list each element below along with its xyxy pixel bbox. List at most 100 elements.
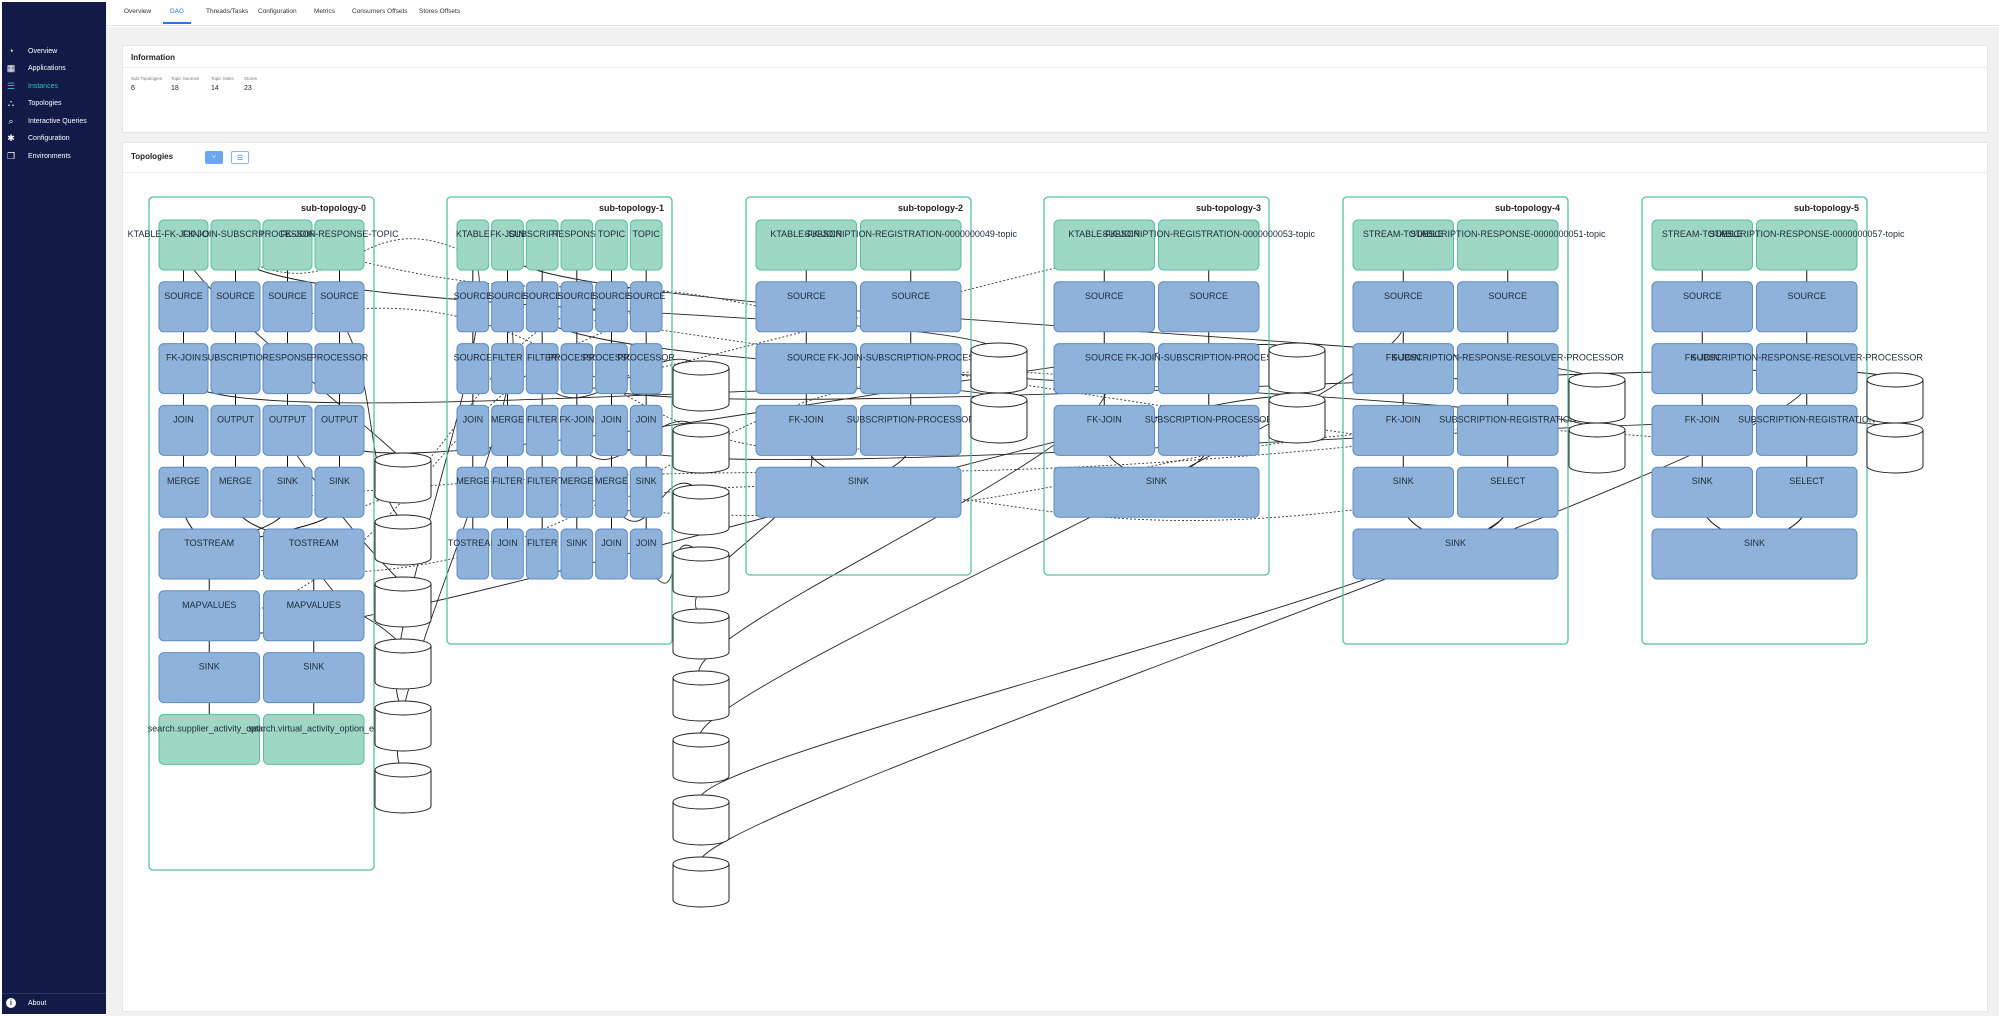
state-store-icon[interactable]: [1568, 422, 1626, 474]
sidebar-item-environments[interactable]: ❐Environments: [6, 148, 71, 164]
tab-stores-offsets[interactable]: Stores Offsets: [419, 8, 461, 15]
processor-node[interactable]: [263, 590, 365, 642]
processor-node[interactable]: [860, 404, 962, 456]
sidebar-item-interactive-queries[interactable]: ⌕Interactive Queries: [6, 113, 86, 129]
processor-node[interactable]: [262, 281, 313, 333]
processor-node[interactable]: [491, 343, 524, 395]
processor-node[interactable]: [560, 466, 594, 518]
processor-node[interactable]: [210, 343, 261, 395]
processor-node[interactable]: [210, 466, 261, 518]
processor-node[interactable]: [755, 404, 857, 456]
state-store-icon[interactable]: [1866, 422, 1924, 474]
topic-node[interactable]: [456, 219, 490, 271]
processor-node[interactable]: [491, 404, 524, 456]
state-store-icon[interactable]: [672, 670, 730, 722]
processor-node[interactable]: [1756, 281, 1858, 333]
topic-node[interactable]: [595, 219, 628, 271]
processor-node[interactable]: [262, 466, 313, 518]
processor-node[interactable]: [1053, 343, 1155, 395]
topic-node[interactable]: [1457, 219, 1559, 271]
processor-node[interactable]: [158, 652, 260, 704]
topic-node[interactable]: [1756, 219, 1858, 271]
processor-node[interactable]: [1457, 404, 1559, 456]
processor-node[interactable]: [595, 281, 628, 333]
processor-node[interactable]: [456, 528, 490, 580]
processor-node[interactable]: [456, 343, 490, 395]
processor-node[interactable]: [210, 404, 261, 456]
processor-node[interactable]: [560, 528, 594, 580]
state-store-icon[interactable]: [1268, 342, 1326, 394]
topic-node[interactable]: [629, 219, 663, 271]
processor-node[interactable]: [595, 466, 628, 518]
state-store-icon[interactable]: [672, 360, 730, 412]
processor-node[interactable]: [1651, 404, 1753, 456]
processor-node[interactable]: [525, 466, 559, 518]
processor-node[interactable]: [210, 281, 261, 333]
processor-node[interactable]: [1352, 466, 1454, 518]
processor-node[interactable]: [1352, 528, 1559, 580]
processor-node[interactable]: [629, 466, 663, 518]
processor-node[interactable]: [755, 466, 962, 518]
processor-node[interactable]: [595, 343, 628, 395]
topic-node[interactable]: [262, 219, 313, 271]
processor-node[interactable]: [1158, 281, 1260, 333]
state-store-icon[interactable]: [374, 514, 432, 566]
processor-node[interactable]: [1651, 528, 1858, 580]
processor-node[interactable]: [560, 404, 594, 456]
processor-node[interactable]: [629, 404, 663, 456]
processor-node[interactable]: [491, 528, 524, 580]
state-store-icon[interactable]: [970, 392, 1028, 444]
processor-node[interactable]: [456, 404, 490, 456]
tab-dag[interactable]: DAG: [170, 8, 185, 15]
processor-node[interactable]: [560, 281, 594, 333]
processor-node[interactable]: [262, 404, 313, 456]
topic-node[interactable]: [1352, 219, 1454, 271]
processor-node[interactable]: [525, 343, 559, 395]
state-store-icon[interactable]: [1866, 372, 1924, 424]
topic-node[interactable]: [1053, 219, 1155, 271]
processor-node[interactable]: [755, 343, 857, 395]
processor-node[interactable]: [314, 466, 365, 518]
processor-node[interactable]: [595, 404, 628, 456]
processor-node[interactable]: [1457, 343, 1559, 395]
processor-node[interactable]: [629, 281, 663, 333]
list-view-icon[interactable]: ☰: [231, 151, 249, 164]
state-store-icon[interactable]: [374, 576, 432, 628]
processor-node[interactable]: [860, 343, 962, 395]
processor-node[interactable]: [1352, 404, 1454, 456]
processor-node[interactable]: [560, 343, 594, 395]
processor-node[interactable]: [629, 343, 663, 395]
processor-node[interactable]: [1457, 466, 1559, 518]
processor-node[interactable]: [158, 343, 209, 395]
processor-node[interactable]: [595, 528, 628, 580]
topic-node[interactable]: [1158, 219, 1260, 271]
state-store-icon[interactable]: [672, 546, 730, 598]
processor-node[interactable]: [1352, 343, 1454, 395]
processor-node[interactable]: [1053, 466, 1260, 518]
processor-node[interactable]: [158, 528, 260, 580]
state-store-icon[interactable]: [374, 762, 432, 814]
processor-node[interactable]: [525, 404, 559, 456]
tab-metrics[interactable]: Metrics: [314, 8, 335, 15]
sidebar-item-configuration[interactable]: ✱Configuration: [6, 131, 69, 147]
processor-node[interactable]: [1651, 466, 1753, 518]
topic-node[interactable]: [158, 713, 260, 765]
dag-canvas[interactable]: sub-topology-0KTABLE-FK-JOIN-OUTPUTFK-JO…: [123, 143, 1989, 1013]
state-store-icon[interactable]: [672, 794, 730, 846]
state-store-icon[interactable]: [672, 422, 730, 474]
processor-node[interactable]: [456, 466, 490, 518]
processor-node[interactable]: [158, 281, 209, 333]
topic-node[interactable]: [210, 219, 261, 271]
state-store-icon[interactable]: [374, 452, 432, 504]
processor-node[interactable]: [1158, 343, 1260, 395]
processor-node[interactable]: [1651, 281, 1753, 333]
topic-node[interactable]: [755, 219, 857, 271]
processor-node[interactable]: [1756, 404, 1858, 456]
processor-node[interactable]: [456, 281, 490, 333]
processor-node[interactable]: [525, 528, 559, 580]
processor-node[interactable]: [491, 466, 524, 518]
state-store-icon[interactable]: [672, 732, 730, 784]
processor-node[interactable]: [158, 404, 209, 456]
processor-node[interactable]: [262, 343, 313, 395]
topic-node[interactable]: [560, 219, 594, 271]
